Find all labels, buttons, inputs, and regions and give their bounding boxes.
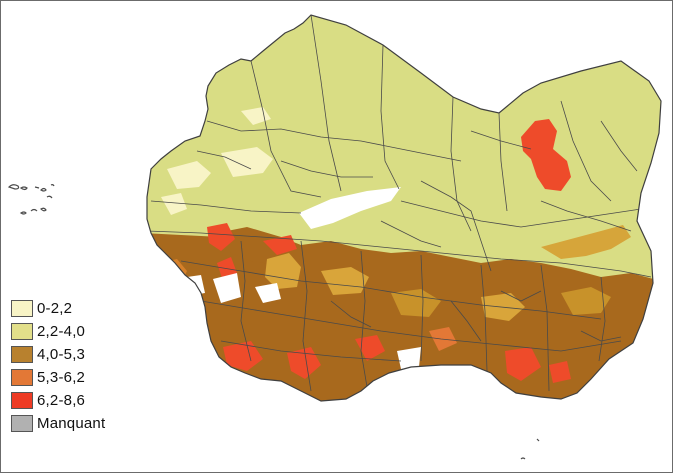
legend-swatch-1 xyxy=(11,323,33,340)
legend-swatch-4 xyxy=(11,392,33,409)
legend-swatch-3 xyxy=(11,369,33,386)
cape-verde-islands xyxy=(7,184,540,460)
legend: 0-2,2 2,2-4,0 4,0-5,3 5,3-6,2 6,2-8,6 Ma… xyxy=(11,297,105,435)
legend-swatch-5 xyxy=(11,415,33,432)
land-mass xyxy=(146,14,662,402)
legend-swatch-2 xyxy=(11,346,33,363)
legend-item-2: 4,0-5,3 xyxy=(11,343,105,366)
legend-item-1: 2,2-4,0 xyxy=(11,320,105,343)
legend-item-5: Manquant xyxy=(11,412,105,435)
legend-label-3: 5,3-6,2 xyxy=(37,369,86,386)
legend-label-1: 2,2-4,0 xyxy=(37,323,86,340)
legend-item-3: 5,3-6,2 xyxy=(11,366,105,389)
legend-label-4: 6,2-8,6 xyxy=(37,392,86,409)
legend-label-0: 0-2,2 xyxy=(37,300,73,317)
legend-item-4: 6,2-8,6 xyxy=(11,389,105,412)
legend-swatch-0 xyxy=(11,300,33,317)
legend-label-2: 4,0-5,3 xyxy=(37,346,86,363)
legend-item-0: 0-2,2 xyxy=(11,297,105,320)
land-outline xyxy=(146,14,662,402)
legend-label-5: Manquant xyxy=(37,415,106,432)
